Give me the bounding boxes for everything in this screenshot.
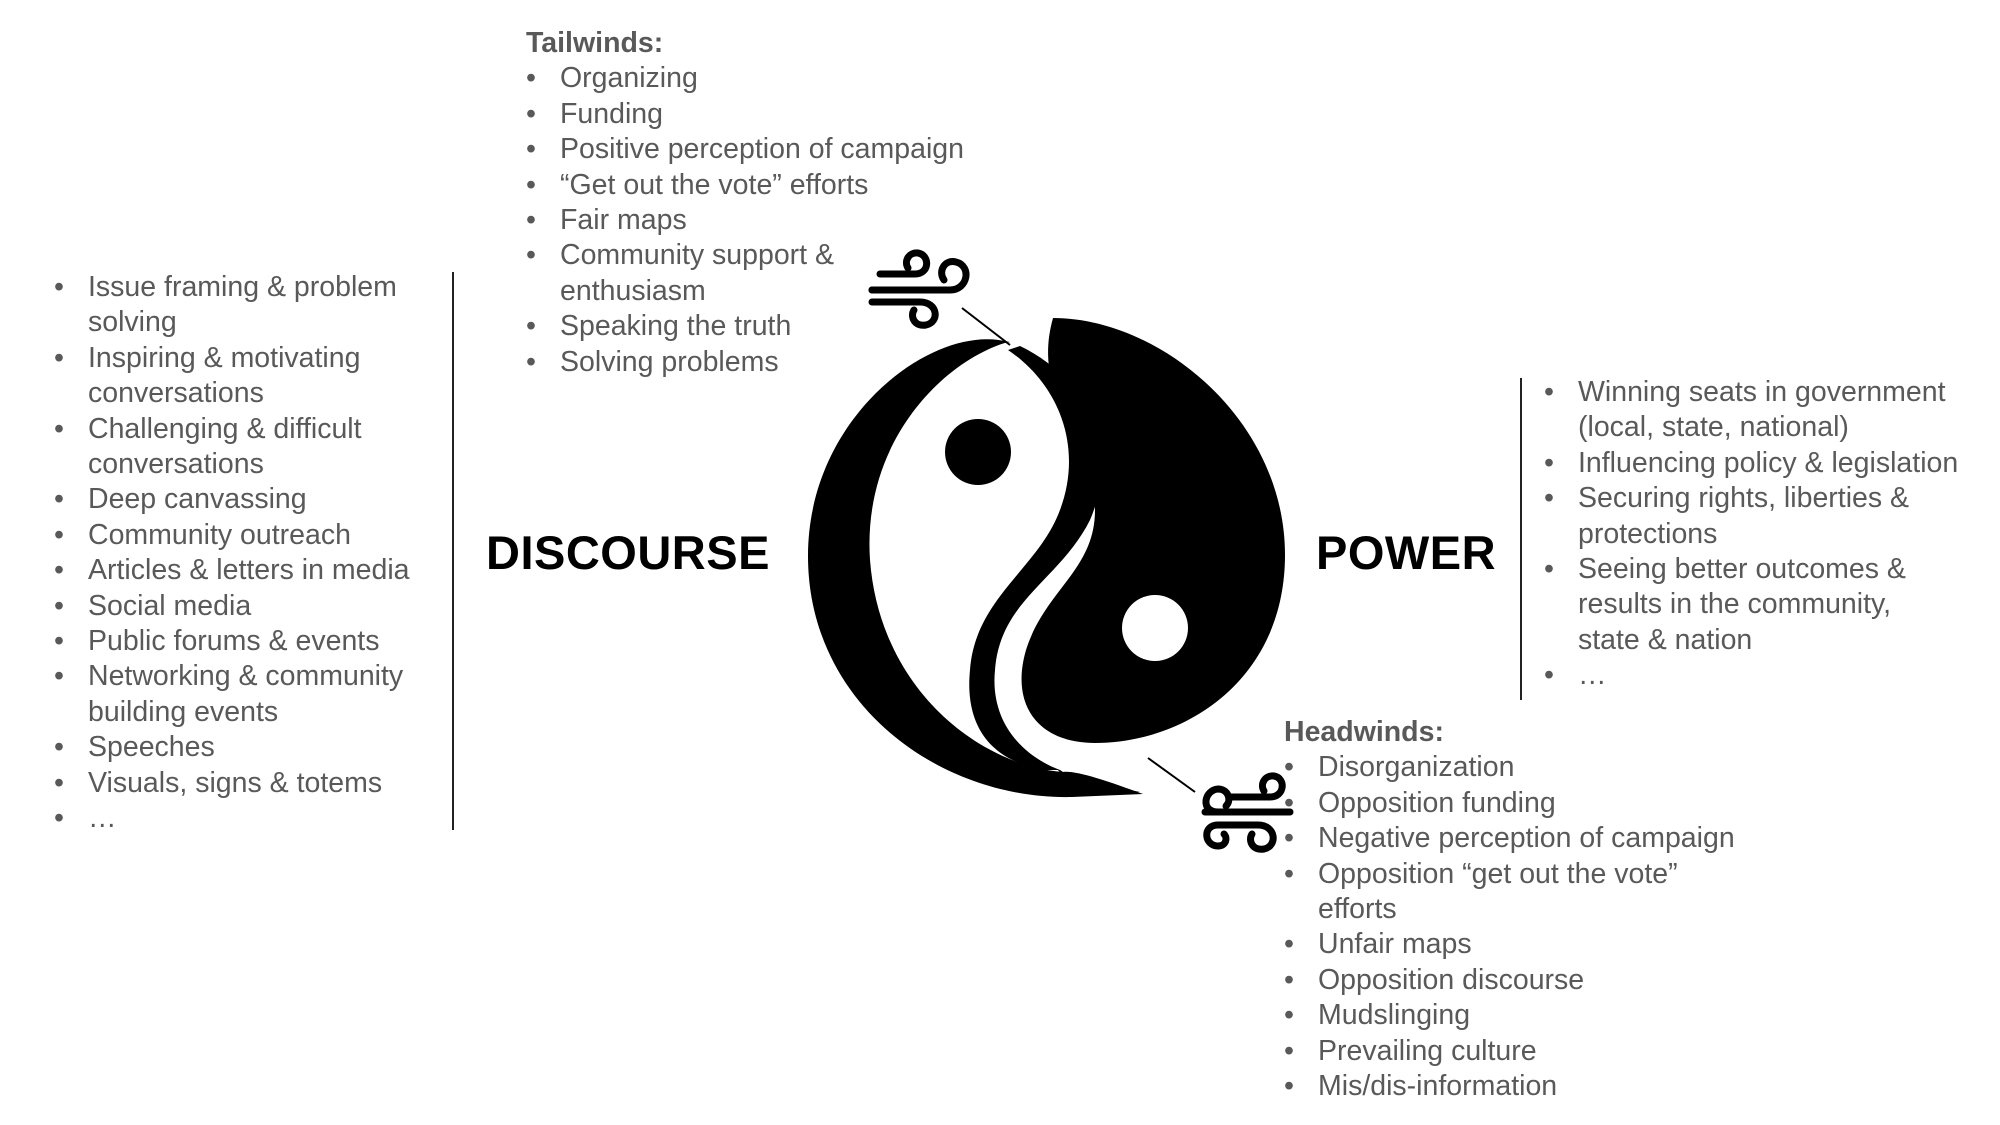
power-list: Winning seats in government (local, stat… bbox=[1544, 375, 2000, 694]
list-item: Inspiring & motivating conversations bbox=[54, 341, 454, 412]
list-item: Solving problems bbox=[526, 345, 1086, 381]
list-item: Prevailing culture bbox=[1284, 1034, 1804, 1070]
list-item: Fair maps bbox=[526, 203, 1086, 239]
list-item: Networking & community building events bbox=[54, 659, 454, 730]
list-item: Seeing better outcomes & results in the … bbox=[1544, 552, 1938, 658]
list-item: Opposition discourse bbox=[1284, 963, 1804, 999]
list-item: … bbox=[54, 801, 454, 837]
list-item: Influencing policy & legislation bbox=[1544, 446, 2000, 482]
tailwind-connector bbox=[961, 307, 1011, 346]
list-item: Mis/dis-information bbox=[1284, 1069, 1804, 1105]
tailwinds-block: Tailwinds: Organizing Funding Positive p… bbox=[526, 26, 1086, 380]
list-item: Unfair maps bbox=[1284, 927, 1804, 963]
discourse-label: DISCOURSE bbox=[486, 526, 770, 579]
headwinds-list: Disorganization Opposition funding Negat… bbox=[1284, 750, 1804, 1104]
discourse-list: Issue framing & problem solving Inspirin… bbox=[54, 270, 454, 837]
discourse-divider bbox=[452, 272, 454, 830]
list-item: Disorganization bbox=[1284, 750, 1804, 786]
list-item: Positive perception of campaign bbox=[526, 132, 1086, 168]
list-item: Speeches bbox=[54, 730, 454, 766]
headwinds-block: Headwinds: Disorganization Opposition fu… bbox=[1284, 715, 1804, 1105]
headwinds-heading: Headwinds: bbox=[1284, 716, 1444, 748]
tailwinds-heading: Tailwinds: bbox=[526, 27, 664, 59]
power-label: POWER bbox=[1316, 526, 1497, 579]
list-item: Opposition “get out the vote” efforts bbox=[1284, 857, 1738, 928]
list-item: Community support & enthusiasm bbox=[526, 238, 880, 309]
list-item: Challenging & difficult conversations bbox=[54, 412, 454, 483]
yin-yang-light-dot bbox=[1122, 595, 1188, 661]
headwind-connector bbox=[1147, 757, 1196, 793]
list-item: Public forums & events bbox=[54, 624, 454, 660]
list-item: Community outreach bbox=[54, 518, 454, 554]
list-item: Opposition funding bbox=[1284, 786, 1804, 822]
list-item: Articles & letters in media bbox=[54, 553, 454, 589]
list-item: Deep canvassing bbox=[54, 482, 454, 518]
list-item: Speaking the truth bbox=[526, 309, 1086, 345]
list-item: … bbox=[1544, 658, 2000, 694]
list-item: Social media bbox=[54, 589, 454, 625]
list-item: Winning seats in government (local, stat… bbox=[1544, 375, 1978, 446]
list-item: Negative perception of campaign bbox=[1284, 821, 1804, 857]
list-item: Organizing bbox=[526, 61, 1086, 97]
tailwinds-list: Organizing Funding Positive perception o… bbox=[526, 61, 1086, 380]
list-item: “Get out the vote” efforts bbox=[526, 168, 1086, 204]
list-item: Mudslinging bbox=[1284, 998, 1804, 1034]
list-item: Funding bbox=[526, 97, 1086, 133]
list-item: Securing rights, liberties & protections bbox=[1544, 481, 1948, 552]
yin-yang-dark-dot bbox=[945, 419, 1011, 485]
list-item: Issue framing & problem solving bbox=[54, 270, 454, 341]
list-item: Visuals, signs & totems bbox=[54, 766, 454, 802]
power-divider bbox=[1520, 378, 1522, 700]
